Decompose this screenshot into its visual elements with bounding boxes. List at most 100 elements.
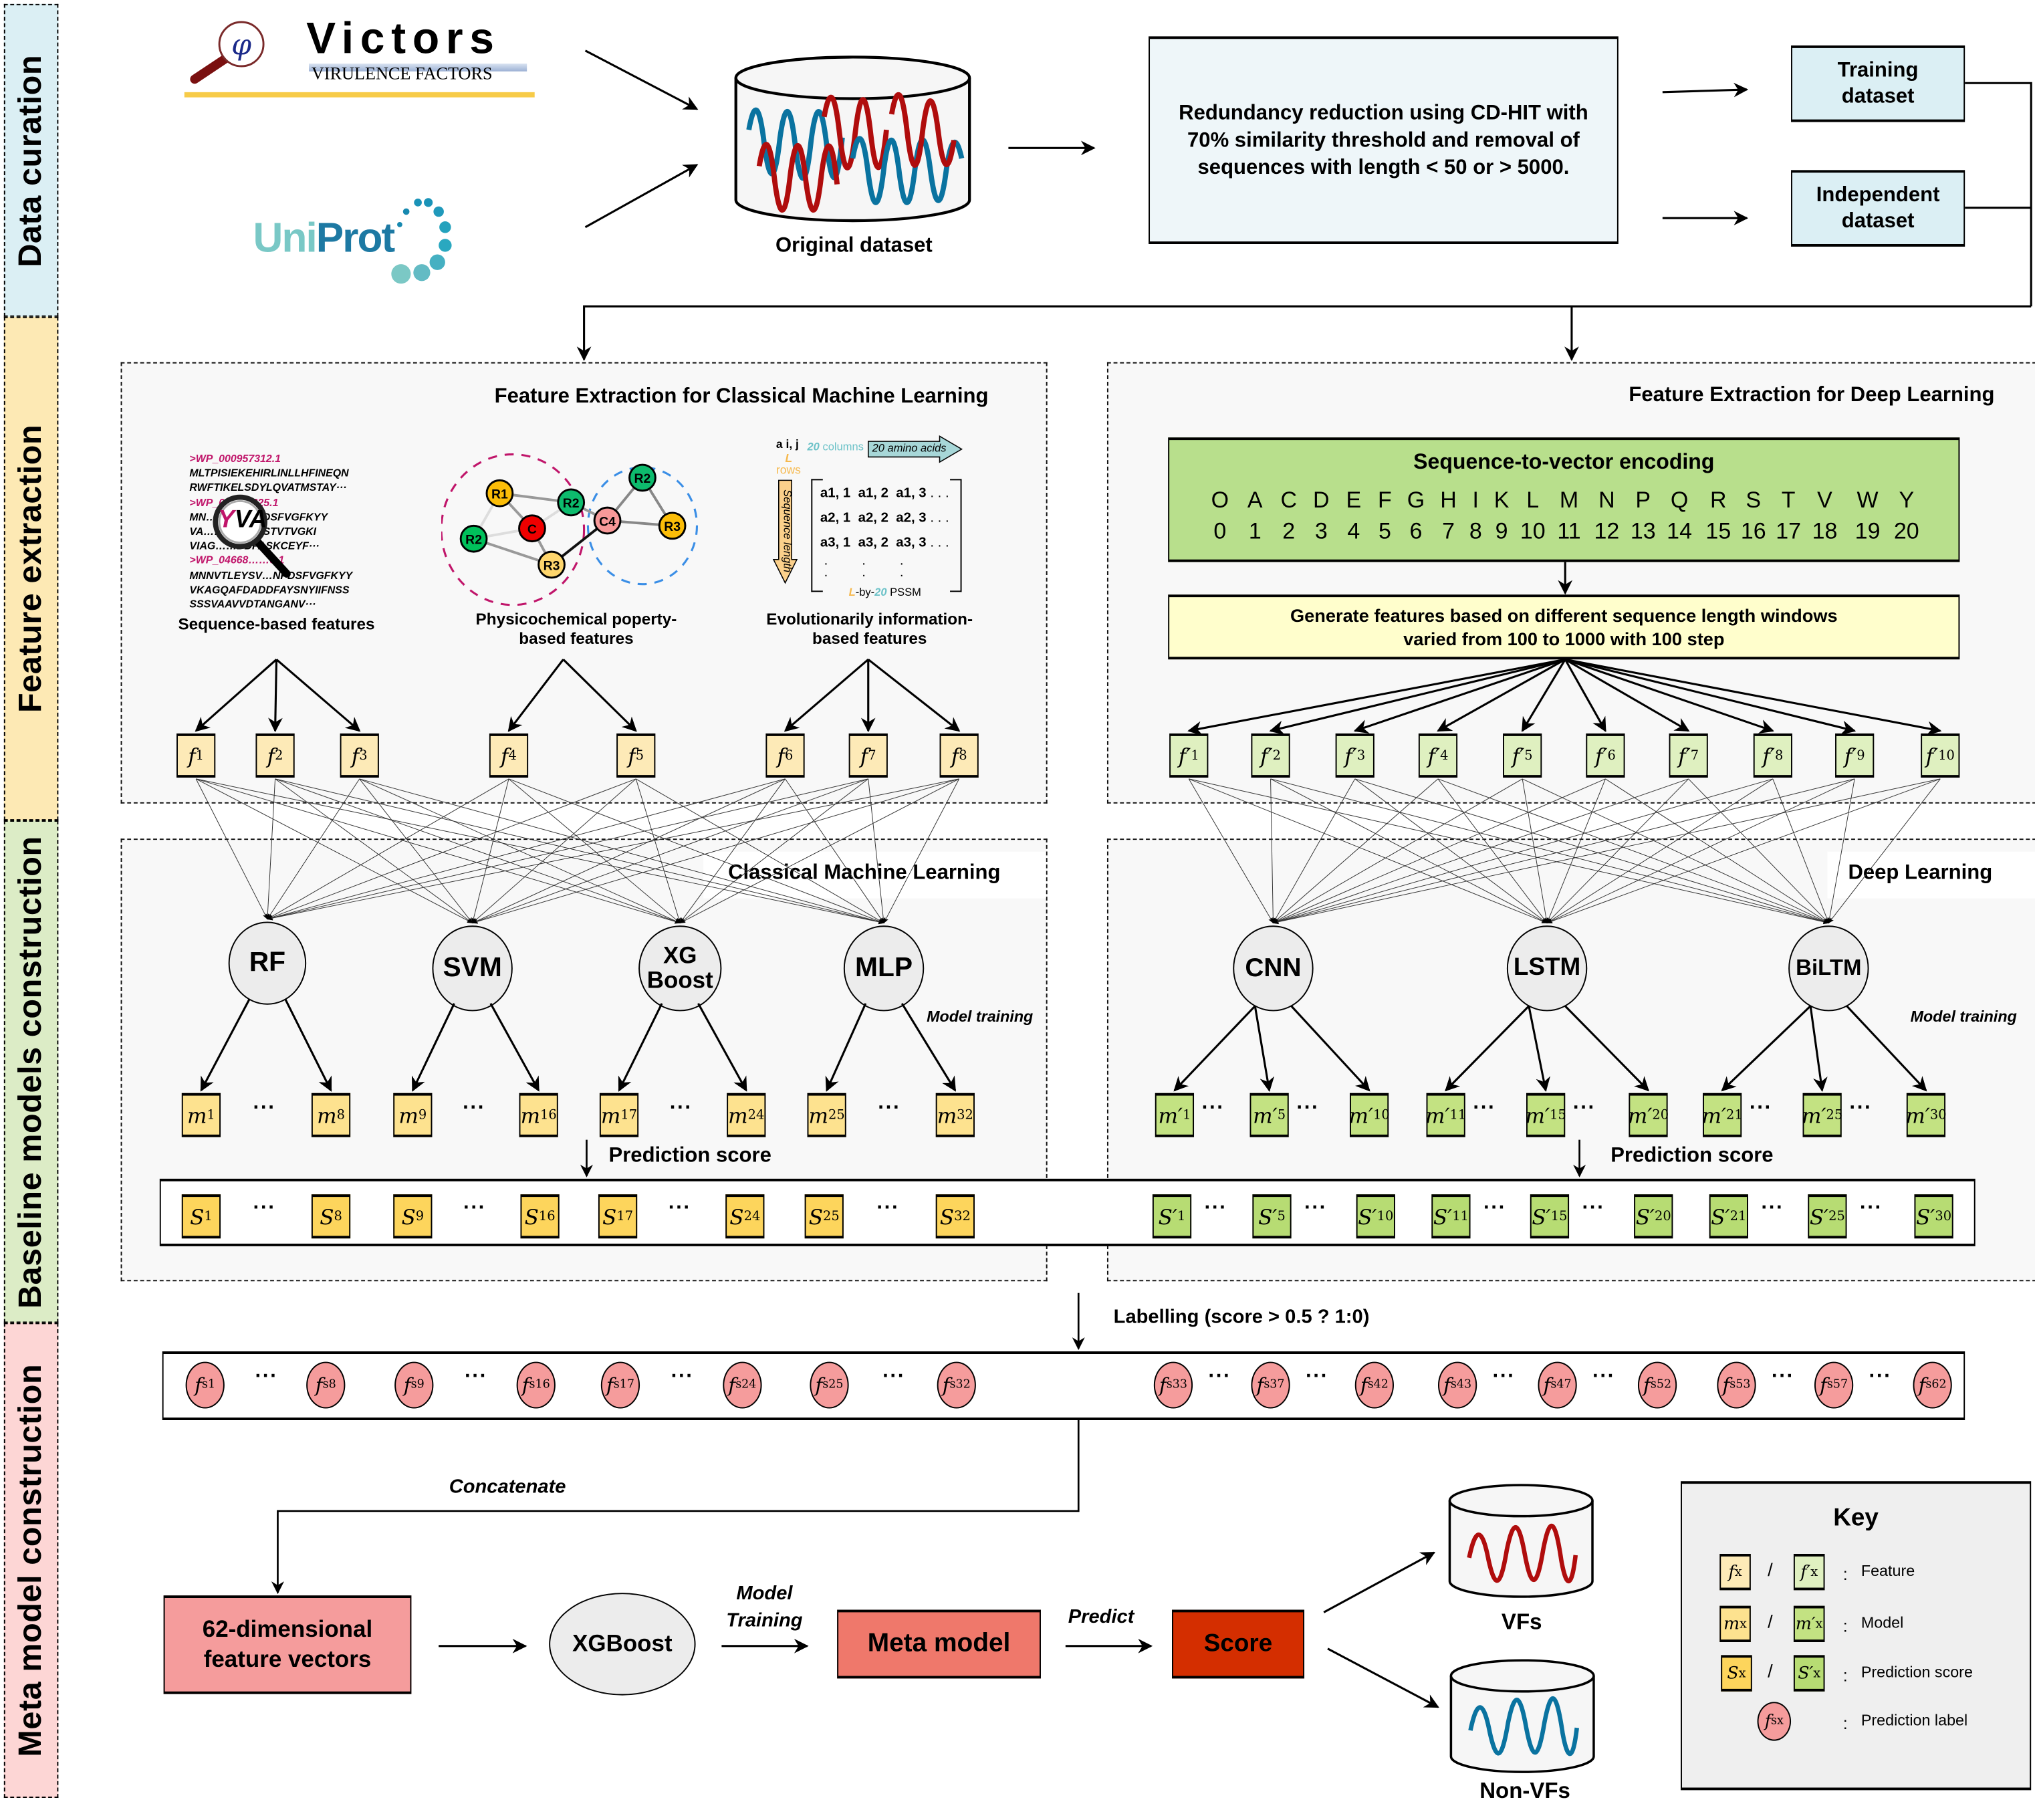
key-colon: : [1842, 1665, 1848, 1686]
score-box: S′20 [1634, 1194, 1673, 1239]
key-feature-deep: f′x [1793, 1553, 1825, 1591]
windows-text-line1: Generate features based on different seq… [1290, 604, 1838, 626]
amino-acid-code: 14 [1667, 518, 1692, 544]
key-label: Prediction label [1861, 1710, 1968, 1730]
graph-node-r2 [459, 524, 488, 553]
feature-box: f′8 [1753, 733, 1792, 778]
amino-acid-code: 9 [1495, 518, 1508, 544]
model-lstm: LSTM [1506, 925, 1588, 1012]
graph-node-r3 [537, 550, 566, 579]
ellipsis: ··· [878, 1097, 901, 1119]
amino-acid-letter: L [1526, 487, 1540, 513]
feature-box: f′10 [1921, 733, 1960, 778]
key-colon: : [1842, 1616, 1848, 1636]
svg-text:R3: R3 [664, 520, 681, 534]
ellipsis: ··· [1473, 1097, 1496, 1119]
model-output-box: m′25 [1802, 1093, 1842, 1137]
amino-acid-code: 18 [1812, 518, 1838, 544]
pssm-columns-num: 20 [807, 440, 820, 453]
physicochemical-graph-icon: R1 R2 R2 C R3 C4 R2 R3 [441, 453, 699, 606]
amino-acid-code: 12 [1594, 518, 1620, 544]
model-output-box: m′15 [1526, 1093, 1566, 1137]
victors-to-dataset-arrow [584, 49, 699, 110]
uniprot-to-dataset-arrow [584, 164, 699, 229]
prediction-score-label: Prediction score [1610, 1145, 1774, 1167]
stage-band-feature-extraction: Feature extraction [3, 316, 59, 821]
magnifier-icon: YVA [211, 488, 302, 582]
amino-acid-letter: K [1493, 487, 1510, 513]
sequence-encoding-box: Sequence-to-vector encoding [1168, 437, 1960, 562]
evolutionary-features-label: Evolutionarily information-based feature… [766, 610, 973, 648]
svg-text:R3: R3 [544, 558, 560, 573]
model-svm: SVM [432, 925, 513, 1012]
amino-acid-letter: H [1440, 487, 1457, 513]
graph-node-c [518, 514, 546, 543]
amino-acid-code: 6 [1409, 518, 1423, 544]
amino-acid-letter: S [1746, 487, 1762, 513]
stage-band-baseline-models: Baseline models construction [3, 820, 59, 1323]
original-dataset-label: Original dataset [775, 235, 933, 257]
feature-vectors-box: 62-dimensional feature vectors [163, 1595, 412, 1694]
amino-acid-letter: T [1781, 487, 1796, 513]
ellipsis: ··· [1849, 1097, 1873, 1119]
amino-acid-letter: N [1598, 487, 1615, 513]
meta-model-box: Meta model [837, 1609, 1041, 1679]
amino-acid-letter: Y [1899, 487, 1915, 513]
independent-dataset-box: Independent dataset [1791, 170, 1965, 247]
ellipsis: ··· [1582, 1197, 1605, 1220]
ellipsis: ··· [1204, 1197, 1227, 1220]
pssm-rows-L: L [785, 451, 793, 465]
model-output-box: m′21 [1702, 1093, 1743, 1137]
amino-acid-letter: Q [1670, 487, 1689, 513]
model-training-label: Model Training [726, 1582, 803, 1632]
amino-acid-letter: I [1472, 487, 1479, 513]
windows-text-line2: varied from 100 to 1000 with 100 step [1403, 628, 1725, 649]
amino-acid-code: 1 [1248, 518, 1262, 544]
amino-acid-letter: G [1407, 487, 1425, 513]
score-box: S′10 [1356, 1194, 1395, 1239]
score-box: S′30 [1914, 1194, 1953, 1239]
sequence-line: VKAGQAFDADDFAYSNYIIFNSS [189, 584, 350, 596]
graph-node-r3 [658, 511, 687, 540]
graph-node-r2 [557, 488, 586, 517]
predict-label: Predict [1068, 1605, 1134, 1628]
score-box: S′25 [1808, 1194, 1847, 1239]
amino-acid-letter: R [1710, 487, 1727, 513]
ellipsis: ··· [464, 1365, 487, 1388]
amino-acid-code: 11 [1557, 518, 1581, 544]
amino-acid-code: 4 [1347, 518, 1360, 544]
physicochemical-features-label: Physicochemical poperty-based features [475, 610, 677, 648]
amino-acid-code: 17 [1776, 518, 1802, 544]
amino-acid-letter: O [1211, 487, 1229, 513]
amino-acid-letter: A [1247, 487, 1263, 513]
key-title: Key [1833, 1504, 1879, 1532]
deep-models-title: Deep Learning [1848, 862, 1993, 885]
key-label: Model [1861, 1613, 1904, 1632]
magnifier-logo-icon: φ [184, 21, 535, 98]
svg-text:C: C [527, 522, 537, 537]
pssm-columns-word: columns [819, 440, 864, 453]
model-output-box: m′5 [1249, 1093, 1289, 1137]
uniprot-dots-icon [391, 198, 452, 284]
ellipsis: ··· [463, 1197, 486, 1220]
feature-box: f′1 [1169, 733, 1209, 778]
graph-node-r2 [628, 463, 656, 492]
sequence-line: MNNVTLEYSV…NPDSFVGFKYY [189, 569, 353, 582]
concatenate-label: Concatenate [449, 1476, 566, 1498]
key-separator: / [1768, 1559, 1773, 1580]
ellipsis: ··· [1296, 1097, 1320, 1119]
vfs-cylinder-icon [1448, 1484, 1594, 1598]
amino-acid-letter: M [1559, 487, 1579, 513]
ellipsis: ··· [1483, 1197, 1506, 1220]
